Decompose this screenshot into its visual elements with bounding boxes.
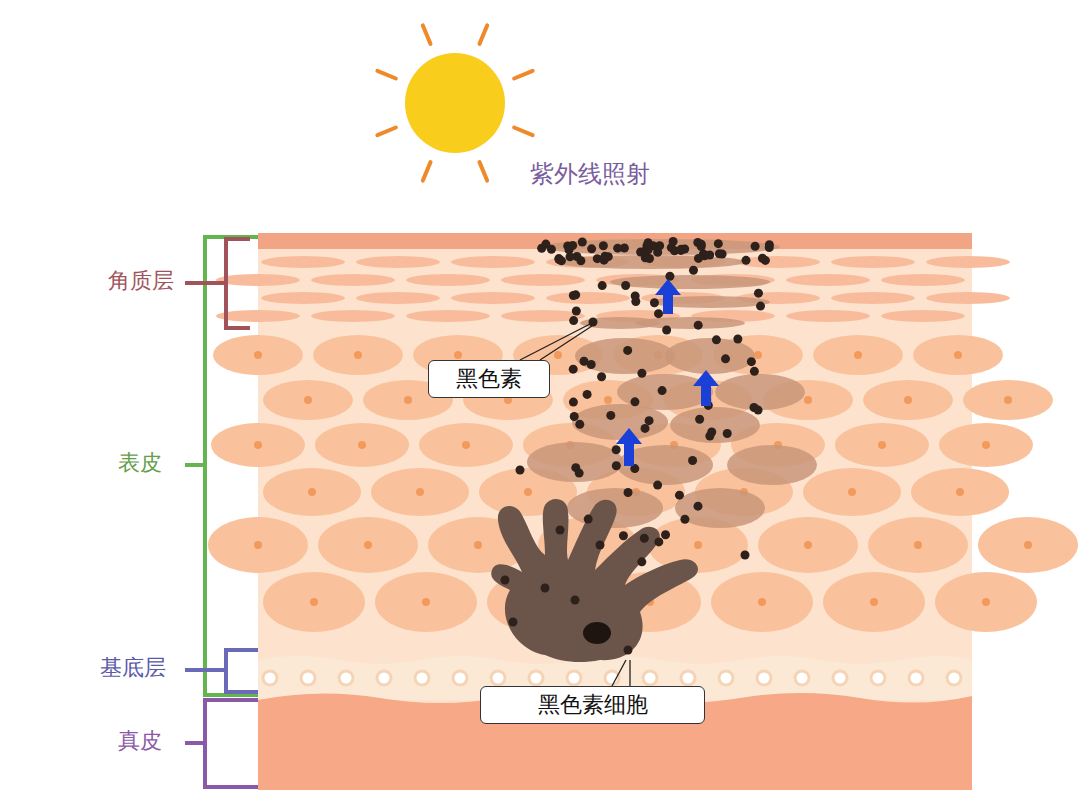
callout-box: 黑色素细胞 [480,686,705,724]
uv-label: 紫外线照射 [530,160,650,189]
layer-label: 角质层 [108,268,174,294]
sun-icon [377,25,532,180]
layer-label: 基底层 [100,655,166,681]
callout-box: 黑色素 [428,360,550,398]
layer-label: 真皮 [118,728,162,754]
melanocyte-shape [491,499,698,662]
blue-arrows [616,279,719,466]
callout-text: 黑色素细胞 [538,692,648,717]
callout-text: 黑色素 [456,366,522,391]
layer-brackets [185,237,258,787]
layer-label: 表皮 [118,450,162,476]
